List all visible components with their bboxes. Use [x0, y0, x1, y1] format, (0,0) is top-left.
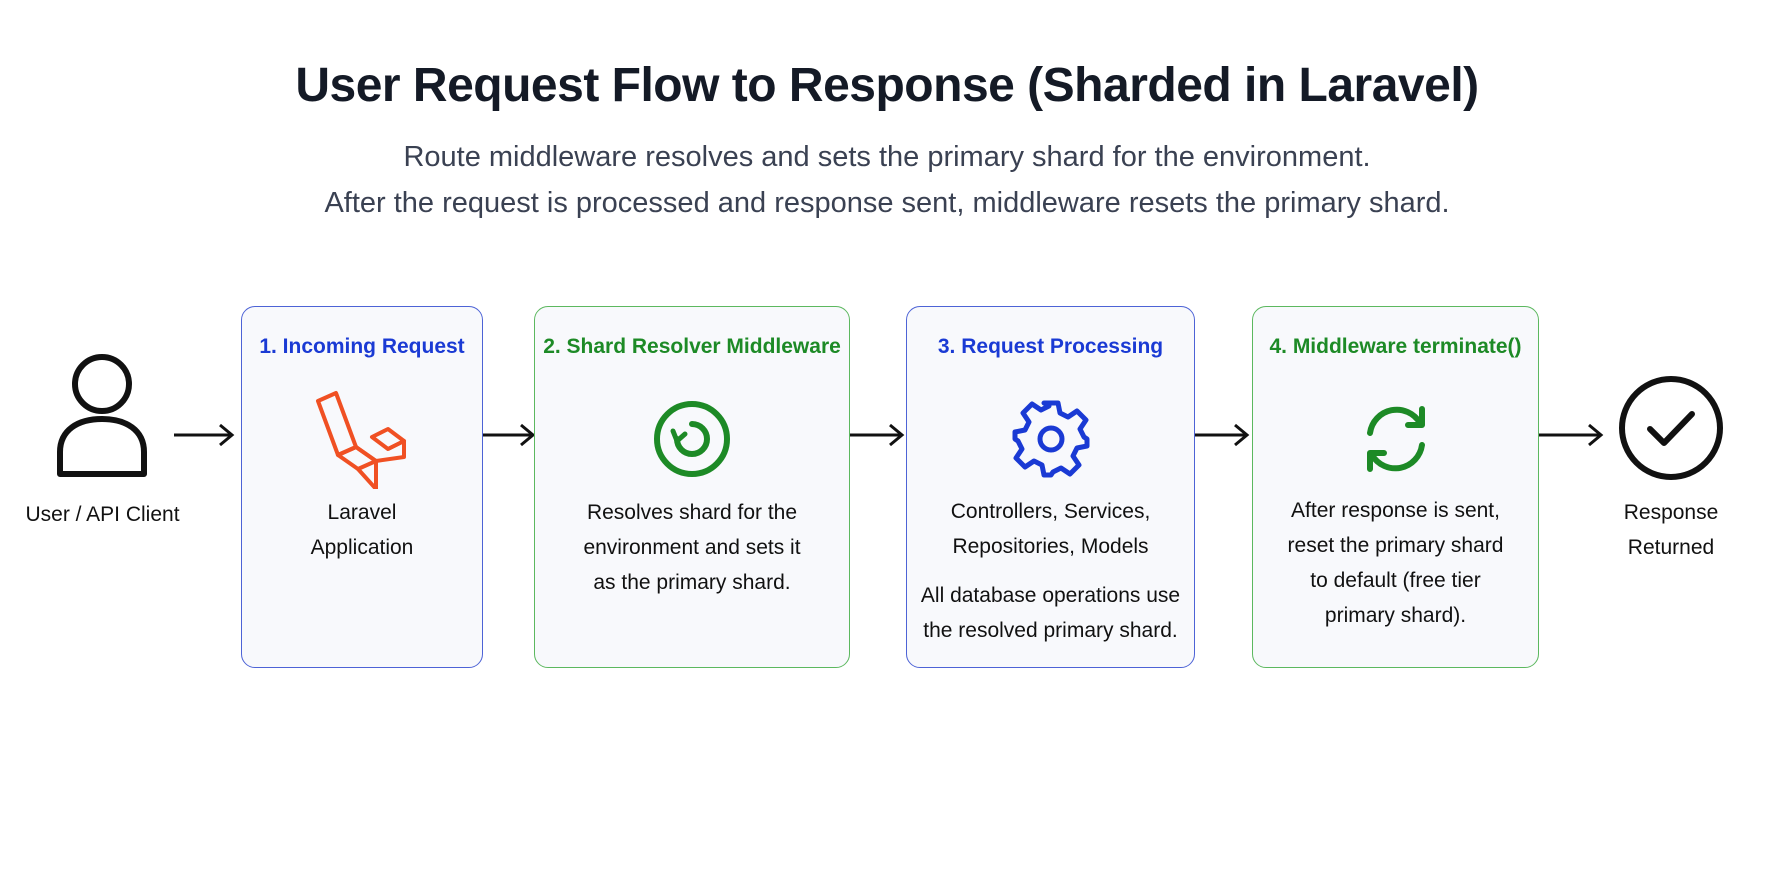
laravel-logo-icon — [316, 391, 406, 489]
diagram-title: User Request Flow to Response (Sharded i… — [295, 59, 1479, 112]
gear-icon — [1012, 400, 1089, 478]
flow-arrow-5 — [1539, 423, 1604, 447]
user-label: User / API Client — [25, 503, 180, 526]
subtitle-line-2: After the request is processed and respo… — [324, 187, 1450, 219]
step-3-note: All database operations use the resolved… — [920, 584, 1181, 642]
user-icon — [57, 354, 147, 477]
flow-arrow-2 — [483, 423, 536, 447]
flow-arrow-3 — [850, 423, 905, 447]
step-4-title: 4. Middleware terminate() — [1269, 335, 1522, 358]
step-3-title: 3. Request Processing — [937, 335, 1164, 358]
step-1-box: 1. Incoming Request Laravel Application — [241, 306, 483, 668]
subtitle-line-1: Route middleware resolves and sets the p… — [403, 141, 1371, 173]
step-2-title: 2. Shard Resolver Middleware — [543, 335, 841, 358]
flow-arrow-1 — [174, 423, 235, 447]
shard-resolve-icon — [654, 401, 730, 477]
flow-arrow-4 — [1195, 423, 1250, 447]
step-3-box: 3. Request Processing Controllers, Servi… — [906, 306, 1195, 668]
step-2-box: 2. Shard Resolver Middleware Resolves sh… — [534, 306, 850, 668]
checkmark-circle-icon — [1619, 376, 1723, 480]
step-1-title: 1. Incoming Request — [259, 335, 465, 358]
refresh-icon — [1366, 406, 1425, 472]
response-label: Response Returned — [1623, 501, 1719, 559]
step-1-text: Laravel Application — [310, 501, 414, 559]
step-3-text: Controllers, Services, Repositories, Mod… — [950, 500, 1151, 558]
step-2-text: Resolves shard for the environment and s… — [583, 501, 801, 594]
step-4-box: 4. Middleware terminate() After response… — [1252, 306, 1539, 668]
step-4-text: After response is sent, reset the primar… — [1287, 499, 1504, 627]
